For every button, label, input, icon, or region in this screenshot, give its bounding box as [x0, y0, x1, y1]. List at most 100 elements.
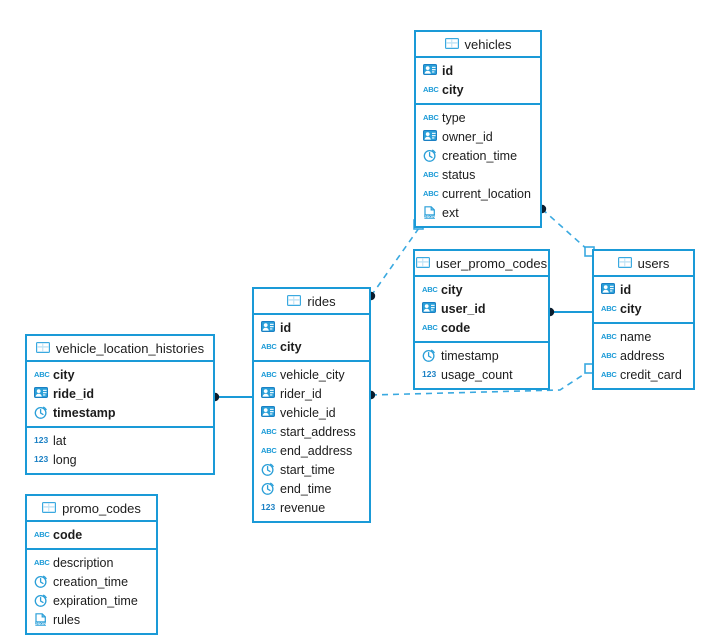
column-row[interactable]: id [594, 280, 693, 299]
123-number-icon: 123 [34, 454, 49, 464]
column-row[interactable]: timestamp [27, 403, 213, 422]
connector-vehiclelocationhistories-rides[interactable] [210, 392, 252, 402]
column-row[interactable]: id [416, 61, 540, 80]
clock-icon [34, 406, 48, 419]
column-name: rider_id [280, 386, 322, 401]
person-card-icon [423, 64, 437, 77]
column-name: vehicle_city [280, 367, 345, 382]
column-name: id [442, 63, 454, 78]
column-name: end_time [280, 481, 332, 496]
abc-text-icon: ABC [601, 351, 617, 360]
column-row[interactable]: vehicle_id [254, 403, 369, 422]
column-row[interactable]: owner_id [416, 127, 540, 146]
column-name: user_id [441, 301, 486, 316]
column-name: status [442, 167, 476, 182]
column-row[interactable]: start_time [254, 460, 369, 479]
table-grid-icon [444, 37, 459, 51]
column-name: end_address [280, 443, 353, 458]
person-card-icon [34, 387, 48, 400]
table-header[interactable]: promo_codes [27, 496, 156, 522]
table-header[interactable]: users [594, 251, 693, 277]
column-name: vehicle_id [280, 405, 336, 420]
column-row[interactable]: timestamp [415, 346, 548, 365]
column-name: type [442, 110, 466, 125]
column-row[interactable]: expiration_time [27, 591, 156, 610]
column-row[interactable]: end_time [254, 479, 369, 498]
abc-text-icon: ABC [34, 530, 50, 539]
column-row[interactable]: user_id [415, 299, 548, 318]
table-title: vehicles [464, 36, 512, 52]
table-header[interactable]: vehicles [416, 32, 540, 58]
table-title: rides [307, 293, 336, 309]
json-document-icon: JSON [34, 613, 48, 626]
column-name: credit_card [620, 367, 682, 382]
table-title: users [637, 255, 670, 271]
column-name: timestamp [441, 348, 499, 363]
person-card-icon [422, 302, 436, 315]
table-title: user_promo_codes [435, 255, 548, 271]
column-name: ride_id [53, 386, 94, 401]
abc-text-icon: ABC [34, 558, 50, 567]
column-name: expiration_time [53, 593, 138, 608]
column-name: city [53, 367, 75, 382]
abc-text-icon: ABC [601, 370, 617, 379]
svg-text:JSON: JSON [424, 214, 435, 219]
column-row[interactable]: rider_id [254, 384, 369, 403]
column-name: lat [53, 433, 67, 448]
column-row[interactable]: ride_id [27, 384, 213, 403]
person-card-icon [261, 387, 275, 400]
connector-userpromocodes-users[interactable] [545, 307, 592, 317]
column-row[interactable]: id [254, 318, 369, 337]
table-header[interactable]: user_promo_codes [415, 251, 548, 277]
json-document-icon: JSON [423, 206, 437, 219]
table-header[interactable]: rides [254, 289, 369, 315]
column-row[interactable]: creation_time [416, 146, 540, 165]
column-name: start_address [280, 424, 356, 439]
column-name: code [441, 320, 471, 335]
column-name: start_time [280, 462, 335, 477]
column-name: creation_time [53, 574, 129, 589]
abc-text-icon: ABC [601, 332, 617, 341]
123-number-icon: 123 [261, 502, 276, 512]
person-card-icon [423, 130, 437, 143]
svg-text:JSON: JSON [35, 621, 46, 626]
table-header[interactable]: vehicle_location_histories [27, 336, 213, 362]
column-row[interactable]: creation_time [27, 572, 156, 591]
table-grid-icon [287, 294, 302, 308]
clock-icon [34, 594, 48, 607]
column-name: id [280, 320, 292, 335]
